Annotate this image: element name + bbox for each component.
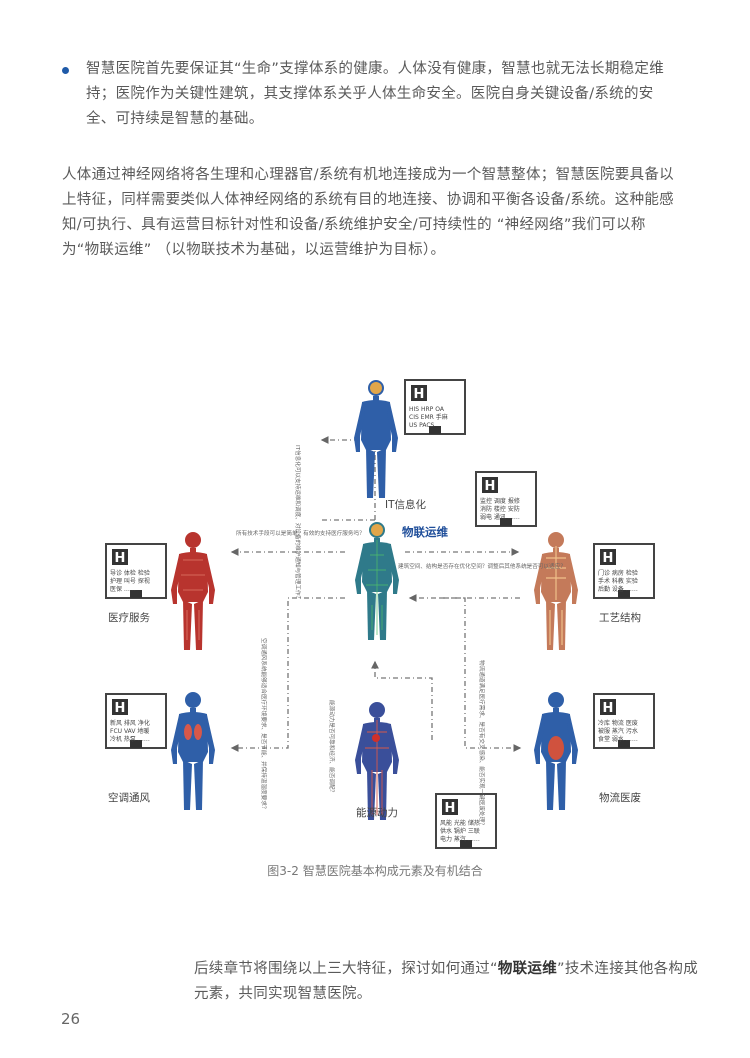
hbox-tl-line1: 监控 调度 报修 <box>480 497 520 505</box>
bullet-text: 智慧医院首先要保证其“生命”支撑体系的健康。人体没有健康，智慧也就无法长期稳定维… <box>86 61 665 127</box>
closing-after: ”技术连接其他各构成元素，共同实现智慧医院。 <box>194 961 699 1002</box>
label-energy: 能源动力 <box>356 806 398 819</box>
figure-caption: 图3-2 智慧医院基本构成元素及有机结合 <box>267 864 483 878</box>
hbox-process-line3: 后勤 设备 …… <box>598 585 638 593</box>
figure-it-icon <box>354 380 398 498</box>
hbox-hvac-line2: FCU VAV 地暖 <box>110 727 149 735</box>
hbox-medical-line2: 护理 叫号 探视 <box>110 577 150 585</box>
hbox-it-line2: CIS EMR 手麻 <box>409 413 448 421</box>
label-medical: 医疗服务 <box>108 611 150 624</box>
page-number: 26 <box>61 1010 81 1028</box>
closing-highlight: 物联运维 <box>497 961 558 977</box>
hbox-tl-line3: 弱电 通讯 …… <box>480 513 520 521</box>
annotation-left: 所有技术手段可以是简单、有效的支持医疗服务吗？ <box>236 529 365 537</box>
hbox-energy-line1: 风能 光能 储热 <box>440 819 480 827</box>
hbox-logistics-line1: 冷库 物流 医废 <box>598 719 638 727</box>
brain-it-icon <box>370 382 382 394</box>
arrow-lower-left <box>230 597 345 752</box>
annotation-lower-right: 物流通道满足医疗需求、是否有交叉感染、能否实现一键医废处理？ <box>478 660 486 828</box>
label-center: 物联运维 <box>402 525 448 539</box>
hbox-energy-line3: 电力 蒸汽 …… <box>440 835 480 843</box>
hospital-diagram: H HIS HRP OA CIS EMR 手麻 US PA <box>0 360 750 890</box>
hbox-it-line3: US PACS <box>409 422 435 429</box>
body-paragraph: 人体通过神经网络将各生理和心理器官/系统有机地连接成为一个智慧整体；智慧医院要具… <box>62 167 674 258</box>
hbox-logistics-line2: 被服 蒸汽 污水 <box>598 727 638 735</box>
label-logistics: 物流医废 <box>599 791 641 804</box>
intro-bullet: 智慧医院首先要保证其“生命”支撑体系的健康。人体没有健康，智慧也就无法长期稳定维… <box>62 57 682 132</box>
hbox-logistics-line3: 食堂 弱水 …… <box>598 735 638 743</box>
closing-before: 后续章节将围绕以上三大特征，探讨如何通过“ <box>194 961 498 977</box>
closing-paragraph: 后续章节将围绕以上三大特征，探讨如何通过“物联运维”技术连接其他各构成元素，共同… <box>194 957 704 1007</box>
arrow-lower-right <box>440 597 522 752</box>
annotation-energy: 能源动力是否可靠和经济、能否调配？ <box>328 700 336 795</box>
figure-hvac-icon <box>171 692 215 810</box>
annotation-lower-left: 空调通风系统能够适合医疗环境要求、是否节能、并保持温湿度要求？ <box>260 638 268 811</box>
annotation-right: 建筑空间、结构是否存在优化空间？调整后其他系统是否可以适应？ <box>398 562 566 570</box>
hbox-process-line2: 手术 科教 实验 <box>598 577 638 585</box>
hbox-medical-line1: 导诊 体检 检验 <box>110 569 150 577</box>
hbox-it-line1: HIS HRP OA <box>409 406 445 413</box>
annotation-top: IT信息化可以支持运维和调度、对设备的维护通知与管理工作？ <box>294 445 302 601</box>
hbox-tl-line2: 消防 楼控 安防 <box>480 505 520 513</box>
hbox-process-line1: 门诊 病房 检验 <box>598 569 638 577</box>
hbox-medical-line3: 医保 …… <box>110 585 136 593</box>
label-it: IT信息化 <box>385 498 427 511</box>
label-hvac: 空调通风 <box>108 791 150 804</box>
bullet-dot-icon <box>62 67 69 74</box>
label-process: 工艺结构 <box>599 611 641 624</box>
hbox-hvac-line1: 新风 排风 净化 <box>110 719 150 727</box>
hbox-energy-line2: 供水 锅炉 三联 <box>440 827 480 835</box>
hbox-hvac-line3: 冷机 热泵 …… <box>110 735 150 743</box>
figure-medical-icon <box>171 532 215 650</box>
